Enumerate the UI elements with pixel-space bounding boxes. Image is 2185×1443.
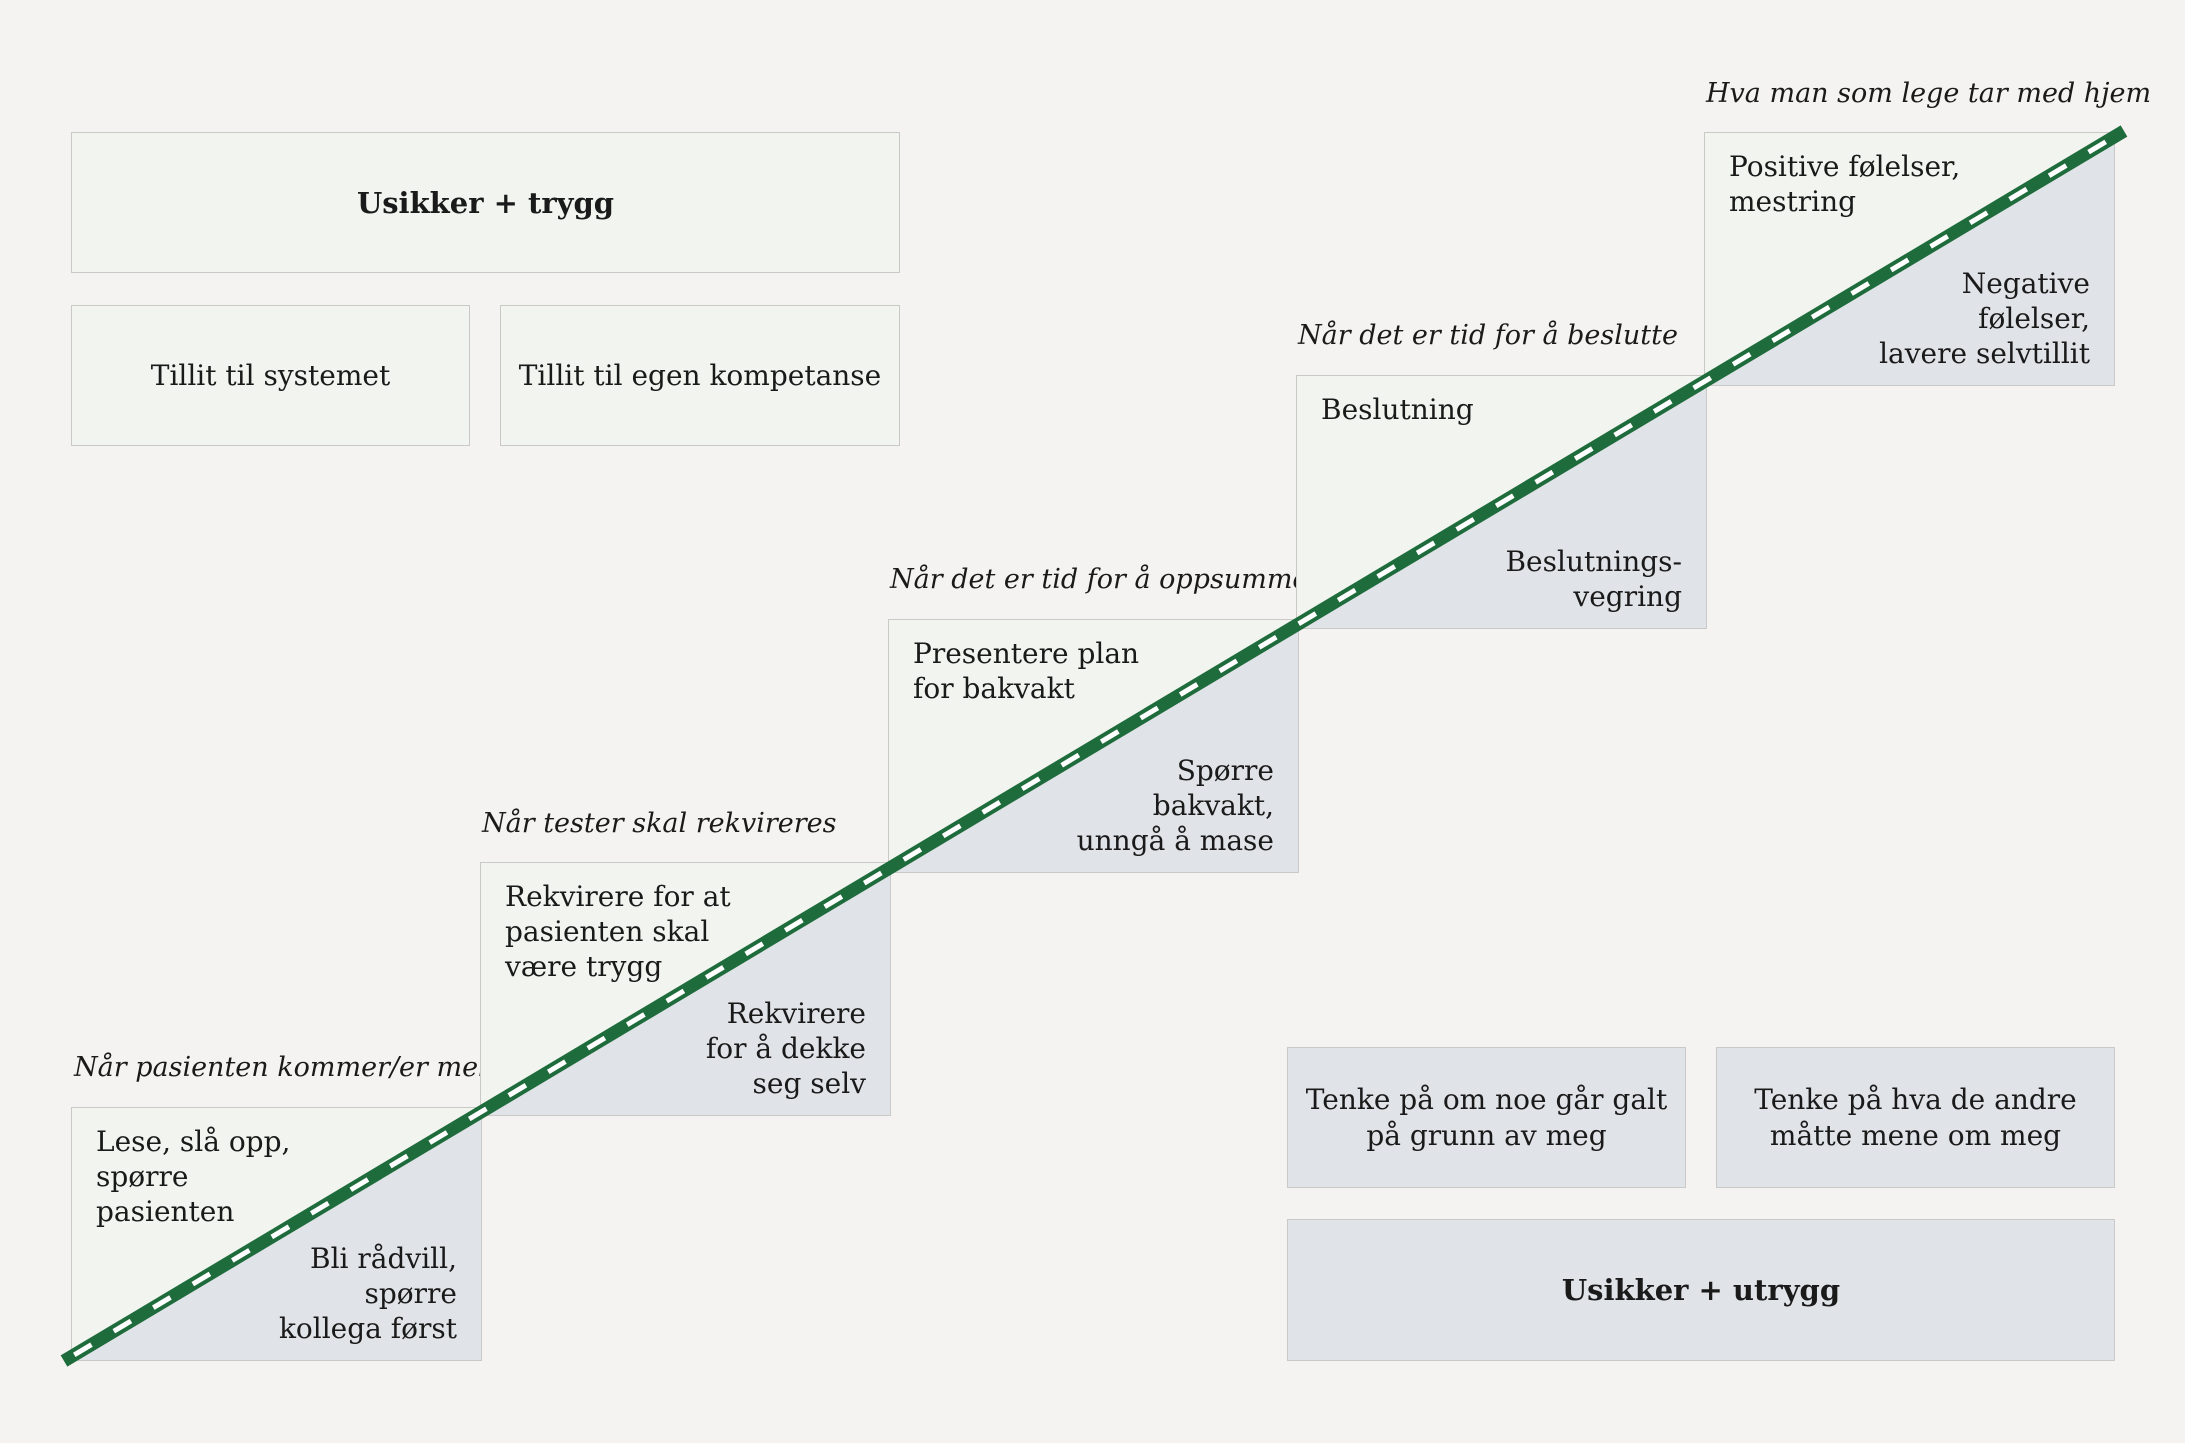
step-negative-label: Beslutnings- vegring [1505,545,1682,613]
step-positive-label: Rekvirere for at pasienten skal være try… [505,880,731,983]
phase-label-2: Når tester skal rekvireres [482,808,837,839]
step-positive-label: Positive følelser, mestring [1729,150,1961,218]
secure-header-label: Usikker + trygg [356,185,615,220]
secure-header-box: Usikker + trygg [71,132,900,273]
worry-opinion-box: Tenke på hva de andre måtte mene om meg [1716,1047,2115,1188]
step-negative-label: Negative følelser, lavere selvtillit [1879,267,2090,370]
insecure-footer-label: Usikker + utrygg [1561,1273,1841,1307]
step-negative-label: Spørre bakvakt, unngå å mase [1076,754,1274,857]
phase-label-4: Når det er tid for å beslutte [1298,320,1678,351]
phase-label-3: Når det er tid for å oppsummere [890,564,1338,595]
step-positive-label: Presentere plan for bakvakt [913,637,1140,705]
step-2: Rekvirere for at pasienten skal være try… [480,862,891,1116]
trust-competence-label: Tillit til egen kompetanse [518,358,882,392]
trust-system-label: Tillit til systemet [150,358,391,392]
phase-label-5: Hva man som lege tar med hjem [1706,78,2152,109]
worry-fault-label: Tenke på om noe går galt på grunn av meg [1305,1082,1668,1152]
insecure-footer-box: Usikker + utrygg [1287,1219,2115,1361]
step-positive-label: Lese, slå opp, spørre pasienten [96,1125,291,1228]
trust-system-box: Tillit til systemet [71,305,470,446]
worry-opinion-label: Tenke på hva de andre måtte mene om meg [1754,1082,2077,1152]
worry-fault-box: Tenke på om noe går galt på grunn av meg [1287,1047,1686,1188]
phase-label-1: Når pasienten kommer/er meldt [74,1052,515,1083]
step-negative-label: Bli rådvill, spørre kollega først [278,1242,457,1345]
step-positive-label: Beslutning [1321,393,1474,426]
trust-competence-box: Tillit til egen kompetanse [500,305,900,446]
step-negative-label: Rekvirere for å dekke seg selv [705,997,866,1100]
